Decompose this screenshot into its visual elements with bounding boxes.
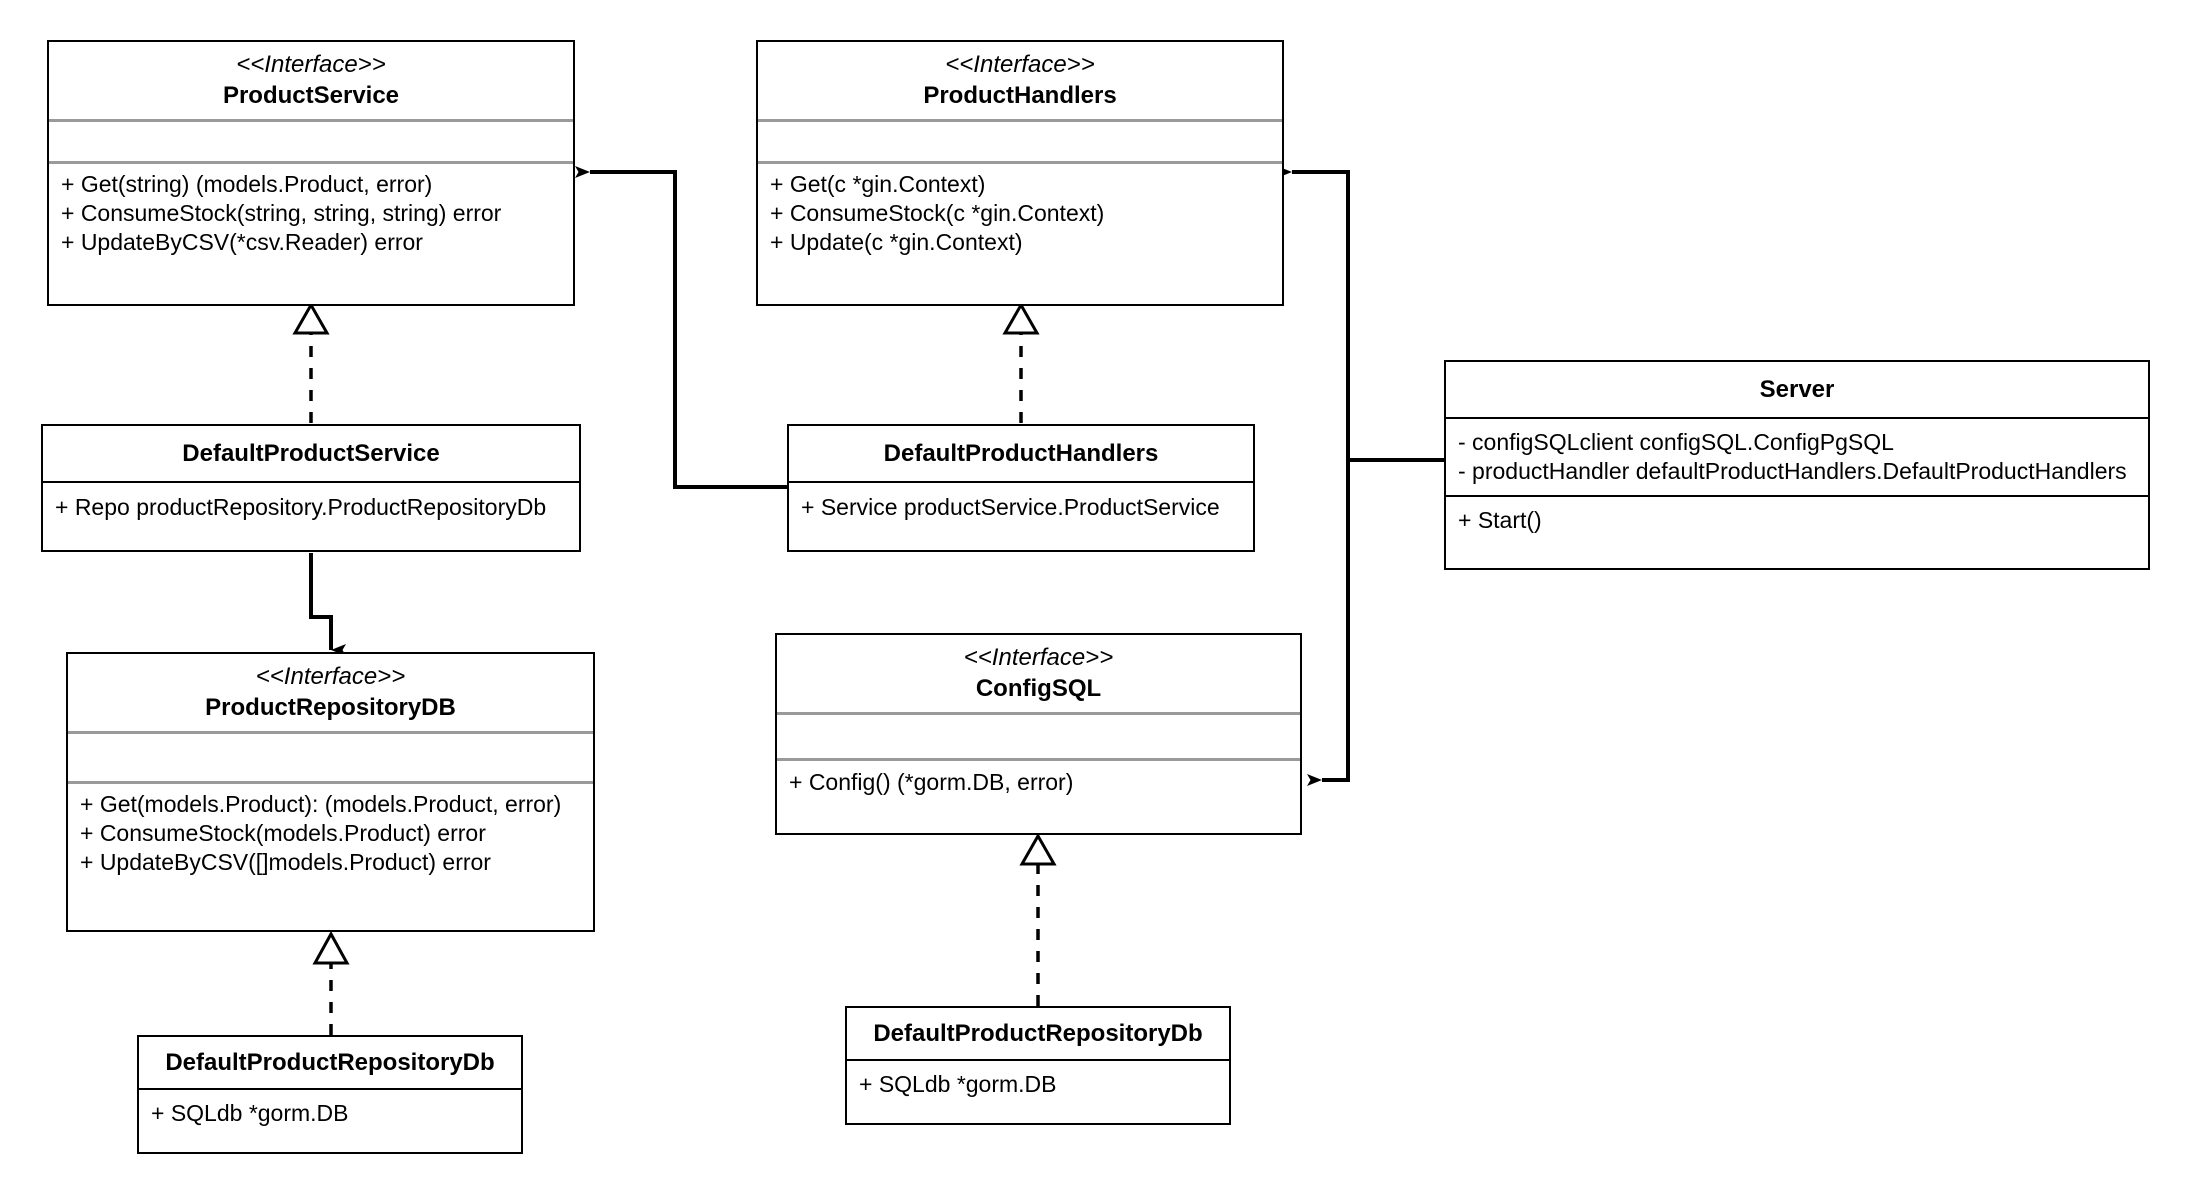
class-header-default-product-service: DefaultProductService: [43, 426, 579, 481]
class-box-config-sql[interactable]: <<Interface>> ConfigSQL + Config() (*gor…: [775, 633, 1302, 835]
association-server-producthandlers: [1277, 166, 1444, 462]
stereotype-label: <<Interface>>: [255, 663, 406, 690]
attributes-compartment-default-product-service: + Repo productRepository.ProductReposito…: [43, 481, 579, 528]
class-header-product-handlers: <<Interface>> ProductHandlers: [758, 42, 1282, 119]
class-box-default-product-repository-db-left[interactable]: DefaultProductRepositoryDb + SQLdb *gorm…: [137, 1035, 523, 1154]
class-box-server[interactable]: Server - configSQLclient configSQL.Confi…: [1444, 360, 2150, 570]
class-header-server: Server: [1446, 362, 2148, 417]
association-defaultproductservice-productrepositorydb: [309, 553, 346, 656]
class-header-config-sql: <<Interface>> ConfigSQL: [777, 635, 1300, 712]
association-server-configsql: [1307, 458, 1444, 786]
attributes-compartment-default-product-repository-db-right: + SQLdb *gorm.DB: [847, 1059, 1229, 1105]
operations-compartment-server: + Start(): [1446, 495, 2148, 541]
operations-compartment-product-service: + Get(string) (models.Product, error) + …: [49, 161, 573, 263]
operation-item: + Get(c *gin.Context): [770, 171, 986, 197]
operation-item: + ConsumeStock(c *gin.Context): [770, 200, 1105, 226]
class-name: ProductService: [222, 82, 400, 109]
attributes-compartment-config-sql: [777, 712, 1300, 758]
class-box-default-product-handlers[interactable]: DefaultProductHandlers + Service product…: [787, 424, 1255, 552]
class-name: DefaultProductHandlers: [883, 440, 1159, 467]
attribute-item: + Service productService.ProductService: [801, 494, 1220, 520]
operations-compartment-product-repository-db: + Get(models.Product): (models.Product, …: [68, 781, 593, 883]
attribute-item: + Repo productRepository.ProductReposito…: [55, 494, 547, 520]
attribute-item: - productHandler defaultProductHandlers.…: [1458, 458, 2127, 484]
class-header-default-product-repository-db-right: DefaultProductRepositoryDb: [847, 1008, 1229, 1059]
attribute-item: + SQLdb *gorm.DB: [151, 1100, 349, 1126]
class-box-product-service[interactable]: <<Interface>> ProductService + Get(strin…: [47, 40, 575, 306]
operation-item: + Get(string) (models.Product, error): [61, 171, 433, 197]
class-name: ProductHandlers: [923, 82, 1117, 109]
operation-item: + ConsumeStock(string, string, string) e…: [61, 200, 502, 226]
operation-item: + UpdateByCSV([]models.Product) error: [80, 849, 491, 875]
class-name: ProductRepositoryDB: [205, 694, 456, 721]
operations-compartment-config-sql: + Config() (*gorm.DB, error): [777, 758, 1300, 803]
attributes-compartment-product-handlers: [758, 119, 1282, 161]
class-header-product-repository-db: <<Interface>> ProductRepositoryDB: [68, 654, 593, 731]
realization-defaultproductservice-productservice: [292, 301, 330, 423]
class-box-product-repository-db[interactable]: <<Interface>> ProductRepositoryDB + Get(…: [66, 652, 595, 932]
class-name: DefaultProductRepositoryDb: [165, 1049, 495, 1076]
operation-item: + Update(c *gin.Context): [770, 229, 1023, 255]
realization-defaultproducthandlers-producthandlers: [1002, 301, 1040, 423]
class-name: Server: [1759, 376, 1835, 403]
stereotype-label: <<Interface>>: [236, 51, 386, 78]
operation-item: + Config() (*gorm.DB, error): [789, 769, 1074, 795]
attributes-compartment-default-product-handlers: + Service productService.ProductService: [789, 481, 1253, 528]
class-name: DefaultProductRepositoryDb: [873, 1020, 1203, 1047]
attributes-compartment-default-product-repository-db-left: + SQLdb *gorm.DB: [139, 1088, 521, 1134]
class-box-default-product-service[interactable]: DefaultProductService + Repo productRepo…: [41, 424, 581, 552]
class-name: ConfigSQL: [975, 675, 1102, 702]
attribute-item: + SQLdb *gorm.DB: [859, 1071, 1057, 1097]
realization-defaultproductrepositorydb-configsql: [1019, 832, 1057, 1006]
operations-compartment-product-handlers: + Get(c *gin.Context) + ConsumeStock(c *…: [758, 161, 1282, 263]
operation-item: + ConsumeStock(models.Product) error: [80, 820, 486, 846]
attributes-compartment-product-repository-db: [68, 731, 593, 781]
attributes-compartment-product-service: [49, 119, 573, 161]
class-header-default-product-handlers: DefaultProductHandlers: [789, 426, 1253, 481]
stereotype-label: <<Interface>>: [945, 51, 1095, 78]
operation-item: + Get(models.Product): (models.Product, …: [80, 791, 562, 817]
class-header-default-product-repository-db-left: DefaultProductRepositoryDb: [139, 1037, 521, 1088]
realization-defaultproductrepositorydb-productrepositorydb: [312, 930, 350, 1035]
attributes-compartment-server: - configSQLclient configSQL.ConfigPgSQL …: [1446, 417, 2148, 495]
attribute-item: - configSQLclient configSQL.ConfigPgSQL: [1458, 429, 1894, 455]
operation-item: + Start(): [1458, 507, 1542, 533]
class-header-product-service: <<Interface>> ProductService: [49, 42, 573, 119]
class-box-default-product-repository-db-right[interactable]: DefaultProductRepositoryDb + SQLdb *gorm…: [845, 1006, 1231, 1125]
class-name: DefaultProductService: [182, 440, 440, 467]
class-box-product-handlers[interactable]: <<Interface>> ProductHandlers + Get(c *g…: [756, 40, 1284, 306]
operation-item: + UpdateByCSV(*csv.Reader) error: [61, 229, 423, 255]
stereotype-label: <<Interface>>: [963, 644, 1114, 671]
